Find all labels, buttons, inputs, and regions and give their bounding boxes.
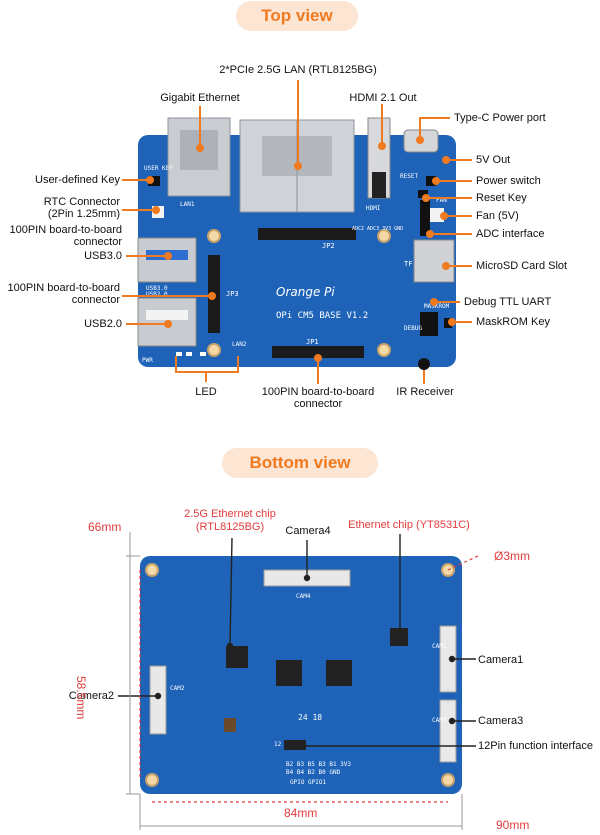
rtl8125bg-chip-2 — [276, 660, 302, 686]
label-gigabit: Gigabit Ethernet — [160, 92, 240, 104]
dim-width-total: 90mm — [496, 818, 530, 832]
label-b2b-top-1: 100PIN board-to-board — [9, 224, 122, 236]
cam2-connector — [149, 665, 167, 735]
function-header — [284, 740, 306, 750]
power-switch — [426, 176, 436, 186]
debug-header — [420, 312, 438, 336]
board-brand: Orange Pi — [276, 285, 335, 299]
label-led: LED — [195, 386, 217, 398]
label-function-interface: 12Pin function interface — [478, 740, 593, 752]
label-camera4: Camera4 — [285, 525, 331, 537]
silk-lan2: LAN2 — [232, 341, 247, 348]
silk-date: 24 18 — [298, 713, 322, 722]
cam3-connector — [439, 699, 457, 763]
label-camera3: Camera3 — [478, 715, 524, 727]
label-5v-out: 5V Out — [476, 154, 511, 166]
silk-jp1: JP1 — [306, 338, 319, 346]
rtl8125bg-chip-1 — [226, 646, 248, 668]
silk-pwr: PWR — [142, 357, 153, 364]
label-b2b-bottom-1: 100PIN board-to-board — [261, 386, 375, 398]
silk-usb2: USB2.0 — [146, 291, 168, 298]
label-ir: IR Receiver — [396, 386, 454, 398]
silk-pinrow2: B4 B4 B2 B0 GND — [286, 769, 341, 776]
label-adc: ADC interface — [476, 228, 545, 240]
label-maskrom: MaskROM Key — [476, 316, 550, 328]
silk-cam2: CAM2 — [170, 685, 185, 692]
label-microsd: MicroSD Card Slot — [476, 260, 568, 272]
label-eth-chip: Ethernet chip (YT8531C) — [348, 519, 470, 531]
label-power-switch: Power switch — [476, 175, 541, 187]
label-usb3: USB3.0 — [84, 250, 122, 262]
silk-cam4: CAM4 — [296, 593, 311, 600]
reset-key — [418, 190, 428, 198]
label-b2b-left-2: connector — [71, 294, 120, 306]
silk-lan1: LAN1 — [180, 201, 195, 208]
microsd-slot — [413, 239, 455, 283]
silk-gpio: GPIO GPIO1 — [290, 779, 327, 786]
user-key — [148, 176, 160, 186]
adc-header — [420, 200, 430, 236]
dim-width-inner: 84mm — [284, 806, 318, 820]
label-b2b-top-2: connector — [73, 236, 122, 248]
label-debug: Debug TTL UART — [464, 296, 552, 308]
silk-cam3: CAM3 — [432, 717, 447, 724]
silk-jp2: JP2 — [322, 242, 335, 250]
label-user-key: User-defined Key — [35, 174, 120, 186]
label-reset-key: Reset Key — [476, 192, 527, 204]
silk-cam1: CAM1 — [432, 643, 447, 650]
dim-height-total: 66mm — [88, 520, 122, 534]
label-camera2: Camera2 — [68, 690, 114, 702]
board-model: OPi CM5 BASE V1.2 — [276, 311, 368, 321]
silk-debug: DEBUG — [404, 325, 422, 332]
label-typec: Type-C Power port — [454, 112, 546, 124]
label-b2b-bottom-2: connector — [293, 398, 343, 410]
fan-header — [430, 208, 444, 222]
label-25g-chip-1: 2.5G Ethernet chip — [184, 508, 276, 520]
label-usb2: USB2.0 — [84, 318, 122, 330]
label-pcie-lan: 2*PCIe 2.5G LAN (RTL8125BG) — [219, 64, 377, 76]
rtl8125bg-chip-3 — [326, 660, 352, 686]
silk-fan: FAN — [436, 197, 447, 204]
silk-usb3: USB3.0 — [146, 285, 168, 292]
bottom-view-heading: Bottom view — [222, 448, 378, 478]
silk-pinrow1: B2 B3 B5 B3 B1 3V3 — [286, 761, 351, 768]
dim-height-inner: 58.5mm — [74, 676, 88, 720]
silk-twelve: 12 — [274, 741, 282, 748]
silk-maskrom: MASKROM — [424, 303, 450, 310]
maskrom-key — [444, 318, 452, 328]
silk-hdmi: HDMI — [366, 205, 381, 212]
b2b-connector-bottom — [272, 346, 364, 358]
ir-receiver — [418, 358, 430, 370]
label-camera1: Camera1 — [478, 654, 524, 666]
label-fan: Fan (5V) — [476, 210, 519, 222]
silk-user-key: USER KEY — [144, 165, 173, 172]
dim-hole: Ø3mm — [494, 549, 530, 563]
silk-adc: ADC2 ADC3 3V3 GND — [352, 226, 403, 232]
label-hdmi: HDMI 2.1 Out — [349, 92, 417, 104]
label-rtc-2: (2Pin 1.25mm) — [47, 208, 120, 220]
label-b2b-left-1: 100PIN board-to-board — [7, 282, 120, 294]
label-rtc-1: RTC Connector — [43, 196, 120, 208]
b2b-connector-top — [258, 228, 356, 240]
label-25g-chip-2: (RTL8125BG) — [195, 521, 265, 533]
silk-reset: RESET — [400, 173, 418, 180]
top-view-heading: Top view — [236, 1, 358, 31]
silk-tf: TF — [404, 260, 412, 268]
silk-jp3: JP3 — [226, 290, 239, 298]
